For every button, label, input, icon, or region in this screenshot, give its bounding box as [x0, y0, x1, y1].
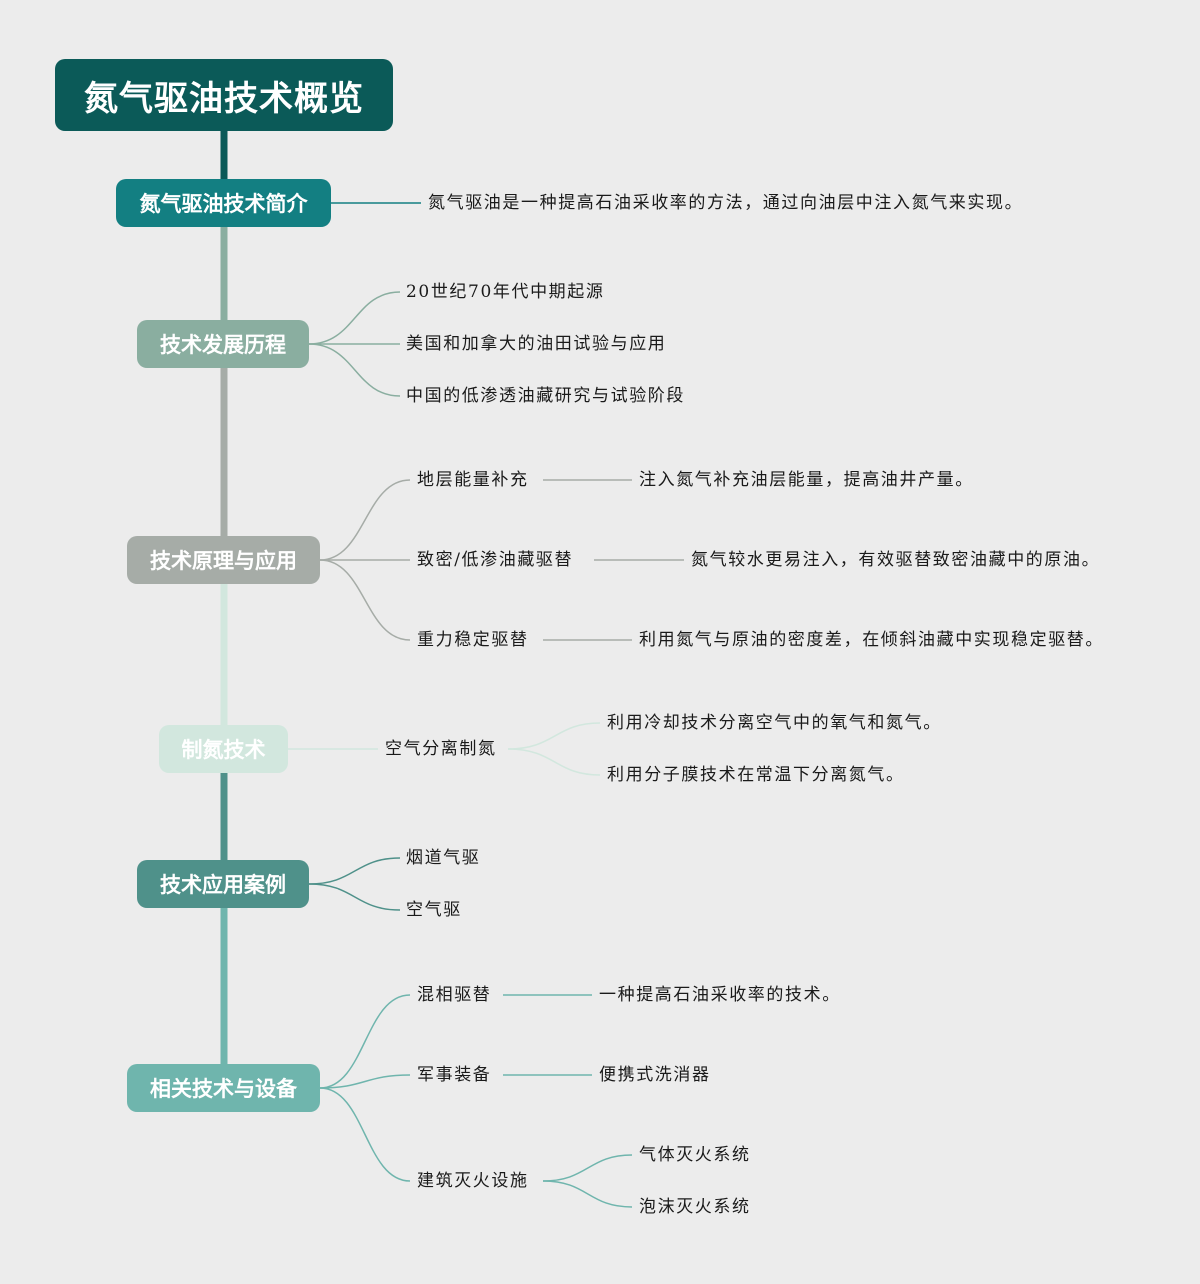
leaf-air-separation-sub-1: 利用冷却技术分离空气中的氧气和氮气。: [607, 713, 942, 733]
branch-node-intro: 氮气驱油技术简介: [116, 179, 331, 227]
leaf-related-1: 混相驱替: [417, 985, 492, 1005]
branch-node-nitrogen-production: 制氮技术: [159, 725, 288, 773]
leaf-related-3-sub-1: 气体灭火系统: [639, 1145, 751, 1165]
leaf-history-2: 美国和加拿大的油田试验与应用: [406, 334, 667, 354]
leaf-related-2: 军事装备: [417, 1065, 492, 1085]
branch-node-principle: 技术原理与应用: [127, 536, 320, 584]
branch6-connectors: [319, 994, 633, 1208]
leaf-air-separation: 空气分离制氮: [385, 739, 497, 759]
branch3-connectors: [319, 479, 684, 641]
branch5-connectors: [308, 857, 401, 911]
leaf-principle-3: 重力稳定驱替: [417, 630, 529, 650]
branch-node-cases: 技术应用案例: [137, 860, 309, 908]
leaf-history-1: 20世纪70年代中期起源: [406, 282, 605, 302]
branch2-connectors: [308, 291, 401, 397]
leaf-principle-2: 致密/低渗油藏驱替: [417, 550, 574, 570]
leaf-principle-1-detail: 注入氮气补充油层能量，提高油井产量。: [639, 470, 974, 490]
leaf-principle-2-detail: 氮气较水更易注入，有效驱替致密油藏中的原油。: [691, 550, 1101, 570]
leaf-case-1: 烟道气驱: [406, 848, 481, 868]
leaf-related-1-detail: 一种提高石油采收率的技术。: [599, 985, 841, 1005]
leaf-history-3: 中国的低渗透油藏研究与试验阶段: [406, 386, 685, 406]
mindmap-root-title: 氮气驱油技术概览: [55, 59, 393, 131]
leaf-principle-1: 地层能量补充: [417, 470, 529, 490]
leaf-principle-3-detail: 利用氮气与原油的密度差，在倾斜油藏中实现稳定驱替。: [639, 630, 1104, 650]
branch-node-related: 相关技术与设备: [127, 1064, 320, 1112]
branch4-connectors: [288, 722, 601, 776]
leaf-air-separation-sub-2: 利用分子膜技术在常温下分离氮气。: [607, 765, 905, 785]
leaf-related-2-detail: 便携式洗消器: [599, 1065, 711, 1085]
leaf-related-3: 建筑灭火设施: [417, 1171, 529, 1191]
branch-node-history: 技术发展历程: [137, 320, 309, 368]
leaf-related-3-sub-2: 泡沫灭火系统: [639, 1197, 751, 1217]
leaf-intro-description: 氮气驱油是一种提高石油采收率的方法，通过向油层中注入氮气来实现。: [428, 193, 1024, 213]
leaf-case-2: 空气驱: [406, 900, 462, 920]
